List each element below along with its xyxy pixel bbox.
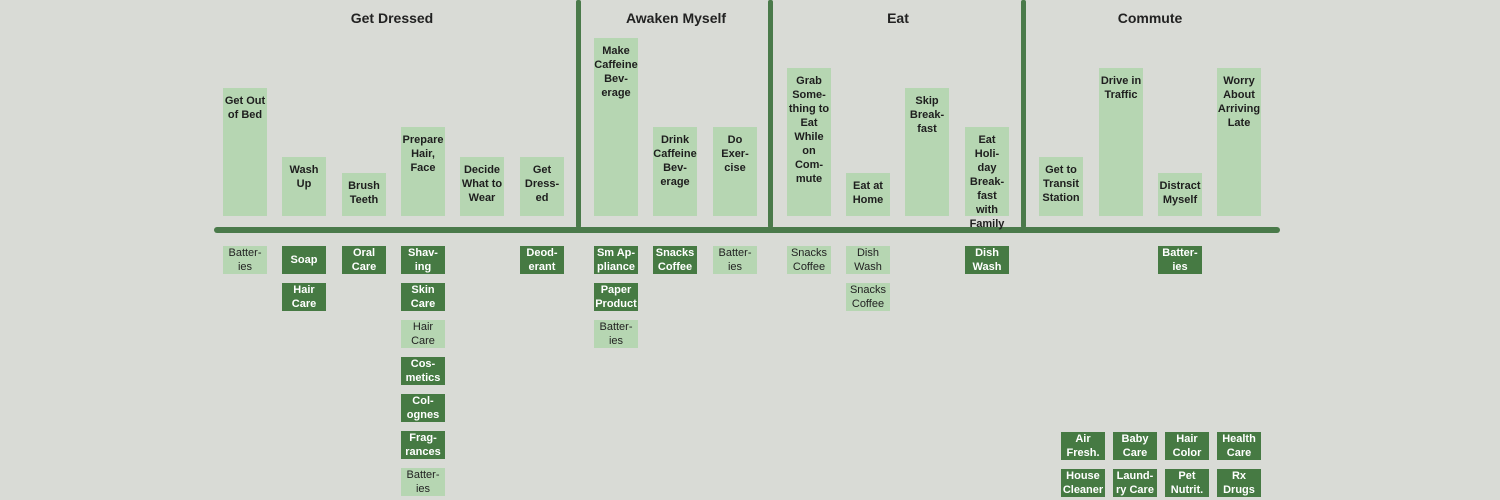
category-box: Shav- ing: [401, 246, 445, 274]
category-box: Skin Care: [401, 283, 445, 311]
activity-box: Wash Up: [282, 157, 326, 216]
phase-commute: Commute: [1117, 10, 1183, 26]
category-box: Batter- ies: [594, 320, 638, 348]
category-box: Paper Product: [594, 283, 638, 311]
category-box: Pet Nutrit.: [1165, 469, 1209, 497]
category-box: Snacks Coffee: [653, 246, 697, 274]
category-box: Health Care: [1217, 432, 1261, 460]
category-box: Hair Color: [1165, 432, 1209, 460]
category-box: Baby Care: [1113, 432, 1157, 460]
category-box: Batter- ies: [223, 246, 267, 274]
activity-box: Grab Some- thing to Eat While on Com- mu…: [787, 68, 831, 216]
category-box: Rx Drugs: [1217, 469, 1261, 497]
activity-box: Eat at Home: [846, 173, 890, 216]
phase-get-dressed: Get Dressed: [350, 10, 434, 26]
category-box: Laund- ry Care: [1113, 469, 1157, 497]
category-box: Oral Care: [342, 246, 386, 274]
phase-divider: [1021, 0, 1026, 228]
activity-box: Skip Break- fast: [905, 88, 949, 216]
activity-box: Drive in Traffic: [1099, 68, 1143, 216]
category-box: Frag- rances: [401, 431, 445, 459]
category-box: Air Fresh.: [1061, 432, 1105, 460]
category-box: Batter- ies: [401, 468, 445, 496]
activity-box: Drink Caffeine Bev- erage: [653, 127, 697, 216]
category-box: House Cleaner: [1061, 469, 1105, 497]
activity-box: Decide What to Wear: [460, 157, 504, 216]
phase-divider: [576, 0, 581, 228]
phase-divider: [768, 0, 773, 228]
category-box: Cos- metics: [401, 357, 445, 385]
activity-box: Get Out of Bed: [223, 88, 267, 216]
activity-box: Brush Teeth: [342, 173, 386, 216]
activity-box: Get Dress- ed: [520, 157, 564, 216]
activity-box: Do Exer- cise: [713, 127, 757, 216]
category-box: Hair Care: [282, 283, 326, 311]
timeline-axis: [214, 227, 1280, 233]
activity-box: Prepare Hair, Face: [401, 127, 445, 216]
category-box: Dish Wash: [846, 246, 890, 274]
category-box: Soap: [282, 246, 326, 274]
activity-box: Make Caffeine Bev- erage: [594, 38, 638, 216]
category-box: Col- ognes: [401, 394, 445, 422]
activity-box: Eat Holi- day Break- fast with Family: [965, 127, 1009, 230]
activity-box: Get to Transit Station: [1039, 157, 1083, 216]
activity-box: Worry About Arriving Late: [1217, 68, 1261, 216]
category-box: Dish Wash: [965, 246, 1009, 274]
category-box: Batter- ies: [713, 246, 757, 274]
category-box: Sm Ap- pliance: [594, 246, 638, 274]
category-box: Snacks Coffee: [787, 246, 831, 274]
phase-awaken-myself: Awaken Myself: [625, 10, 727, 26]
category-box: Batter- ies: [1158, 246, 1202, 274]
category-box: Snacks Coffee: [846, 283, 890, 311]
category-box: Deod- erant: [520, 246, 564, 274]
activity-box: Distract Myself: [1158, 173, 1202, 216]
phase-eat: Eat: [887, 10, 909, 26]
category-box: Hair Care: [401, 320, 445, 348]
